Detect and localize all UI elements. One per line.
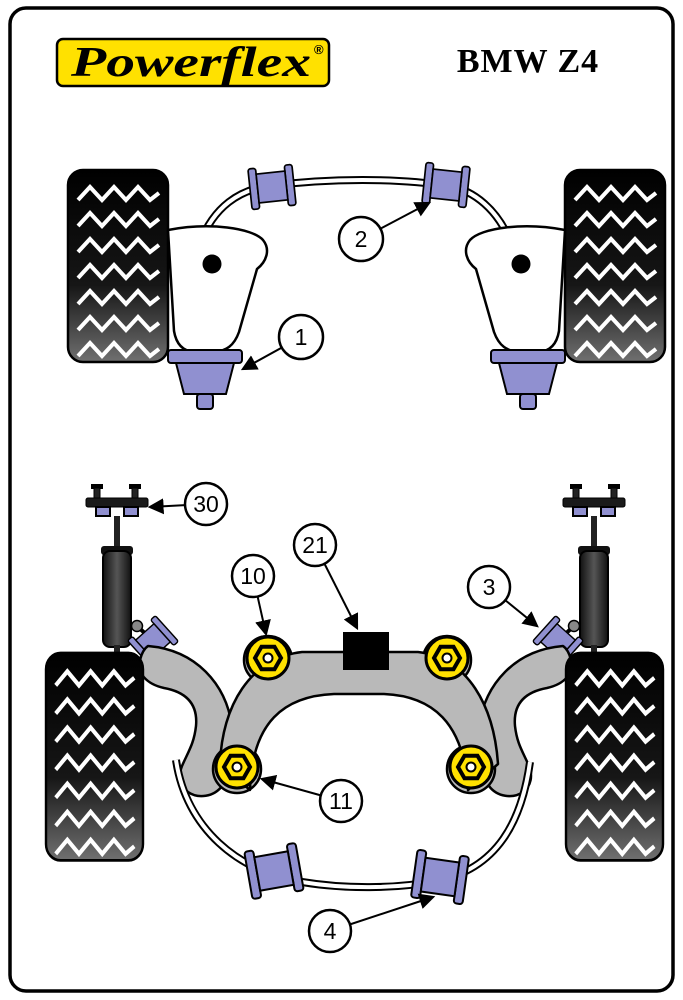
subframe-bushing-rear-right	[448, 744, 494, 790]
front-right-tire	[565, 170, 665, 362]
rear-right-tire	[566, 653, 663, 860]
rear-suspension-diagram: 30 10 21 3 11 4	[46, 481, 663, 954]
svg-text:21: 21	[302, 532, 328, 558]
rear-arb-bushing-left	[243, 841, 305, 901]
logo-background	[55, 37, 331, 88]
svg-text:4: 4	[324, 918, 337, 944]
front-arb-bushing-left	[247, 163, 297, 211]
svg-text:11: 11	[329, 788, 353, 814]
subframe-bushing-front-left	[245, 635, 291, 681]
rear-arb-bushing-right	[409, 848, 471, 906]
callout-10: 10	[230, 553, 276, 637]
subframe-bushing-front-right	[424, 635, 470, 681]
callout-2: 2	[337, 201, 432, 263]
callout-1: 1	[240, 313, 325, 371]
svg-text:3: 3	[483, 574, 496, 600]
powerflex-logo: Powerflex ®	[55, 37, 331, 88]
callout-3: 3	[466, 564, 539, 628]
subframe-bushing-rear-left	[214, 744, 260, 790]
subframe-mount-block	[343, 632, 389, 670]
model-title: BMW Z4	[457, 43, 599, 80]
front-left-control-arm	[168, 226, 267, 409]
front-left-tire	[68, 170, 168, 362]
svg-text:1: 1	[295, 324, 308, 350]
callout-21: 21	[292, 522, 359, 631]
svg-text:30: 30	[193, 491, 219, 517]
registered-mark: ®	[314, 42, 324, 57]
callout-30: 30	[147, 481, 229, 527]
front-anti-roll-bar	[196, 176, 515, 245]
logo-text: Powerflex	[70, 40, 311, 86]
rear-left-tire	[46, 653, 143, 860]
front-arb-bushing-right	[421, 161, 471, 209]
callout-11: 11	[259, 774, 364, 824]
svg-text:10: 10	[240, 563, 266, 589]
page-border	[8, 6, 675, 993]
svg-text:2: 2	[355, 226, 368, 252]
front-suspension-diagram: 2 1	[68, 161, 665, 409]
front-right-control-arm	[466, 226, 565, 409]
rear-anti-roll-bar	[172, 759, 534, 892]
callout-4: 4	[307, 893, 436, 954]
